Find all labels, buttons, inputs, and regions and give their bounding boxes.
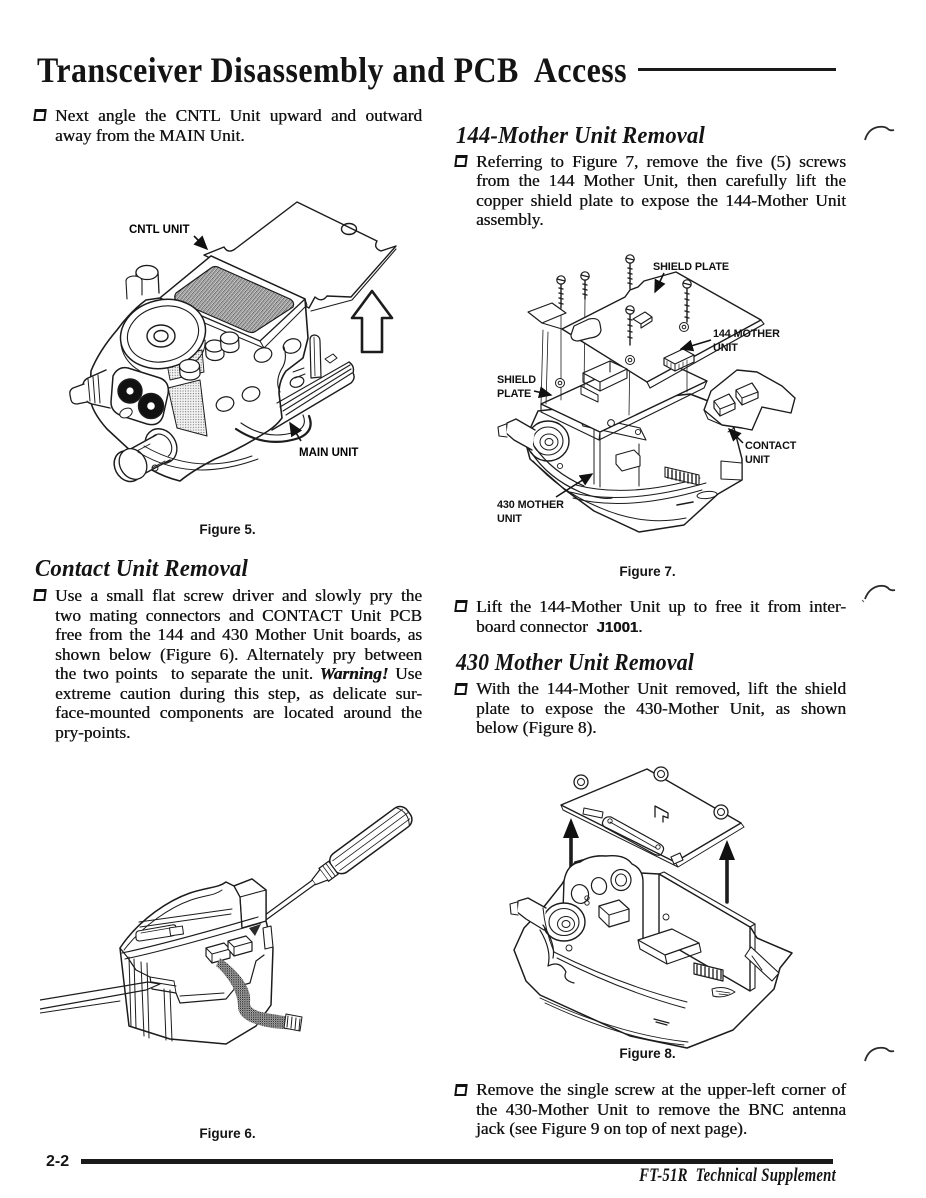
svg-text:430 MOTHER: 430 MOTHER <box>497 499 564 511</box>
svg-text:MAIN UNIT: MAIN UNIT <box>299 447 358 459</box>
svg-text:SHIELD: SHIELD <box>497 374 536 386</box>
svg-text:CONTACT: CONTACT <box>745 440 797 452</box>
svg-text:144 MOTHER: 144 MOTHER <box>713 328 780 340</box>
svg-text:PLATE: PLATE <box>497 388 531 400</box>
svg-text:UNIT: UNIT <box>497 513 522 525</box>
svg-text:UNIT: UNIT <box>713 342 738 354</box>
svg-text:CNTL UNIT: CNTL UNIT <box>129 224 189 236</box>
svg-text:SHIELD PLATE: SHIELD PLATE <box>653 261 729 273</box>
svg-text:UNIT: UNIT <box>745 454 770 466</box>
